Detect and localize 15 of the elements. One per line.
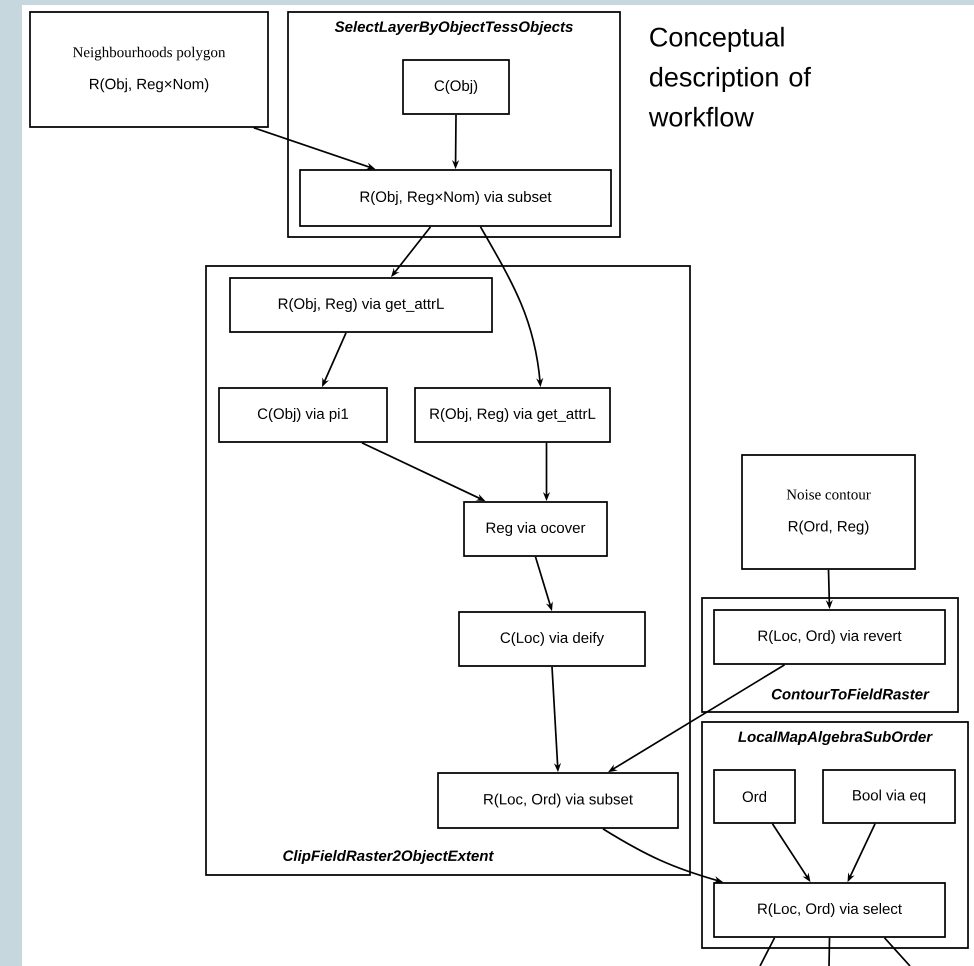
process-box: R(Obj, Reg) via get_attrL <box>414 387 611 443</box>
process-box: R(Obj, Reg×Nom) via subset <box>299 169 612 227</box>
process-box: Neighbourhoods polygon R(Obj, Reg×Nom) <box>29 11 269 128</box>
process-box: Ord <box>713 769 796 824</box>
process-box: C(Obj) via pi1 <box>218 387 388 443</box>
process-box: R(Obj, Reg) via get_attrL <box>229 277 493 333</box>
process-box: R(Loc, Ord) via subset <box>437 772 679 829</box>
process-box: Reg via ocover <box>463 501 608 557</box>
process-box: R(Loc, Ord) via revert <box>713 609 946 665</box>
process-box: Bool via eq <box>822 769 956 824</box>
process-box: C(Obj) <box>402 59 510 115</box>
process-box: Noise contour R(Ord, Reg) <box>741 454 916 570</box>
process-box: R(Loc, Ord) via select <box>713 882 946 938</box>
process-box: C(Loc) via deify <box>458 611 646 667</box>
title: Conceptual description of workflow <box>648 26 811 127</box>
